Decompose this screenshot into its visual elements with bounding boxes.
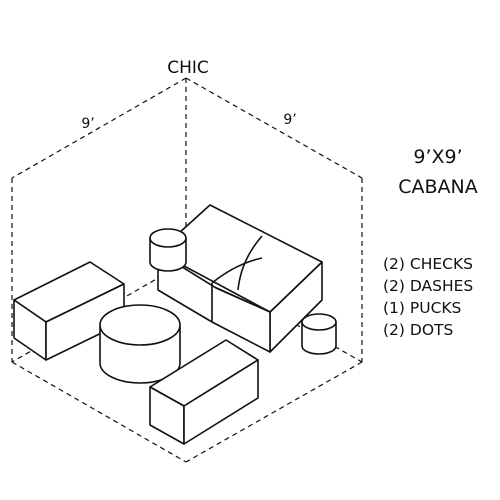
list-item: (2) DASHES xyxy=(383,277,473,295)
check-bench-left xyxy=(13,261,125,361)
check-bench-front xyxy=(149,339,259,445)
puck-top xyxy=(99,304,181,346)
list-item: (1) PUCKS xyxy=(383,299,461,317)
list-item: (2) DOTS xyxy=(383,321,453,339)
room-edge-back-right xyxy=(185,77,363,179)
dot-pouf-back xyxy=(149,228,187,272)
floor-edge-front-right xyxy=(185,361,363,463)
list-item: (2) CHECKS xyxy=(383,255,473,273)
check-front-side xyxy=(183,359,259,445)
dot-back-top xyxy=(149,228,187,248)
dot-right-top xyxy=(301,313,337,331)
dimension-left: 9’ xyxy=(81,116,94,132)
room-edge-back-left xyxy=(11,77,187,179)
dimension-right: 9’ xyxy=(283,112,296,128)
dot-right-side xyxy=(301,321,337,355)
brand-label: CHIC xyxy=(167,58,209,78)
sofa-back-top xyxy=(157,204,323,313)
puck-table xyxy=(99,304,181,384)
title-dimensions: 9’X9’ xyxy=(413,146,462,168)
item-list: (2) CHECKS (2) DASHES (1) PUCKS (2) DOTS xyxy=(383,255,473,339)
sofa-seam-back xyxy=(237,235,263,291)
sofa xyxy=(157,204,323,353)
sofa-seam-seat xyxy=(211,257,263,284)
sofa-front-face xyxy=(157,251,271,353)
title-name: CABANA xyxy=(398,176,478,198)
dot-pouf-right xyxy=(301,313,337,355)
floor-edge-front-left xyxy=(11,361,187,463)
